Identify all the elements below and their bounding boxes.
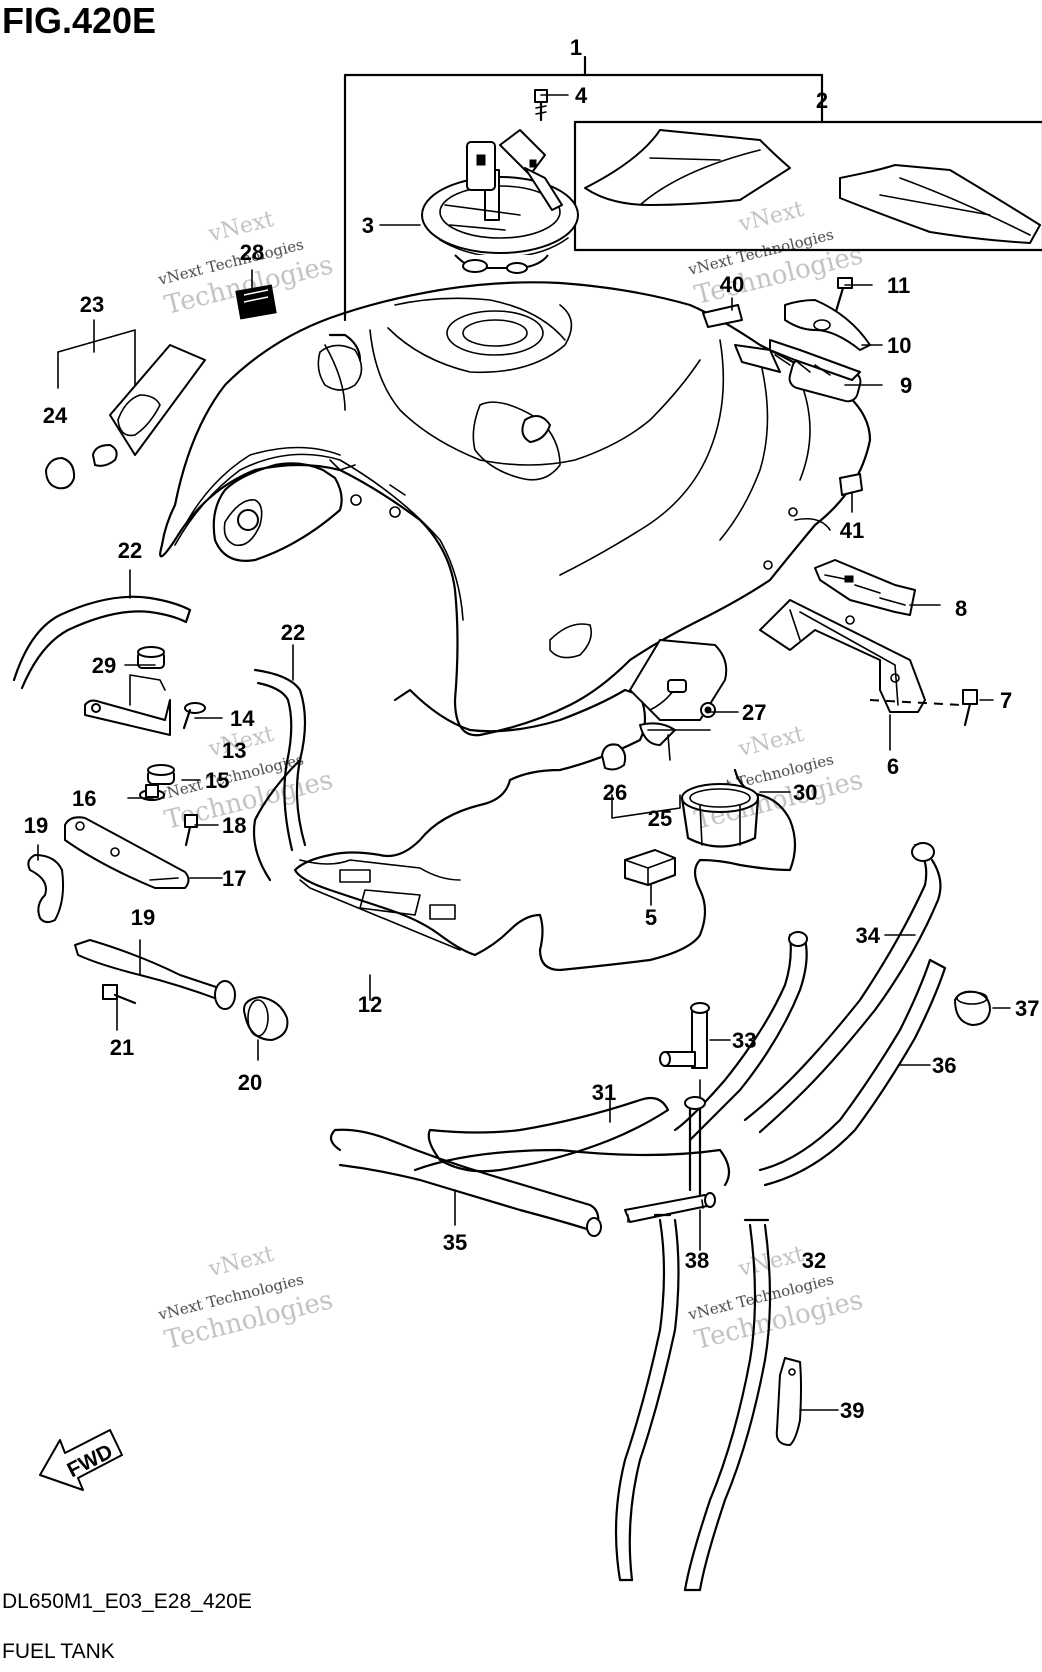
part-label-2: 2 [816,88,828,113]
label-5 [624,849,676,886]
part-label-4: 4 [575,83,588,108]
part-label-30: 30 [793,780,817,805]
assembly-bracket [343,55,824,322]
part-label-38: 38 [685,1248,709,1273]
part-label-36: 36 [932,1053,956,1078]
clamp-39 [775,1357,802,1446]
hose-35 [329,1128,731,1237]
part-label-14: 14 [230,706,255,731]
cushion-8 [814,559,916,616]
part-label-41: 41 [840,518,864,543]
cap-screw [534,89,548,122]
part-label-5: 5 [645,905,657,930]
part-label-32: 32 [802,1248,826,1273]
part-label-12: 12 [358,992,382,1017]
caution-label [235,284,277,320]
part-label-39: 39 [840,1398,864,1423]
heat-shield [293,688,797,972]
cushion-26 [601,722,676,771]
tank-hose-left [12,595,192,690]
joint-38 [624,1192,716,1223]
tank-bracket-17 [64,816,190,889]
part-label-9: 9 [900,373,912,398]
nut-27 [700,702,716,718]
part-label-16: 16 [72,786,96,811]
part-label-19-stay: 19 [131,905,155,930]
part-label-31: 31 [592,1080,616,1105]
part-label-3: 3 [362,213,374,238]
fuel-tank-cap [421,129,579,274]
pump-cover-25 [629,639,728,721]
part-label-15: 15 [205,768,229,793]
hose-clamp [137,646,165,669]
rear-bracket-6 [759,599,926,713]
vent-hose-32 [614,1213,772,1592]
bolt-21 [102,984,137,1005]
part-label-8: 8 [955,596,967,621]
watermark-text: vNext [735,197,806,237]
grommet-37 [954,990,991,1026]
figure-name: FUEL TANK [2,1640,115,1663]
cushion-20 [243,996,289,1041]
figure-title: FIG.420E [2,0,157,41]
t-joint-33 [659,1002,710,1106]
part-label-20: 20 [238,1070,262,1095]
watermark-text: vNext [735,722,806,762]
part-label-29: 29 [92,653,116,678]
leader-lines [37,94,1011,1411]
part-label-25: 25 [648,806,672,831]
part-label-23: 23 [80,292,104,317]
part-label-27: 27 [742,700,766,725]
part-label-7: 7 [1000,688,1012,713]
bolt-14 [182,702,206,730]
pump-ring-30 [680,783,760,848]
breather-hose-34 [673,842,942,1142]
part-label-1: 1 [570,35,582,60]
pump-guide [647,729,711,761]
tank-bracket-front [84,674,171,736]
label-41 [839,473,863,496]
part-label-18: 18 [222,813,246,838]
tank-hose-center [252,668,307,882]
part-label-37: 37 [1015,996,1039,1021]
part-label-34: 34 [856,923,881,948]
cushion-9 [734,339,861,381]
cushion-24 [45,457,76,490]
part-label-33: 33 [732,1028,756,1053]
seal-strip-23 [92,344,206,467]
hose-31 [427,1096,706,1202]
watermark-text: vNext [205,1242,276,1282]
part-label-17: 17 [222,866,246,891]
forward-direction-arrow: FWD [39,1429,123,1491]
part-label-6: 6 [887,754,899,779]
part-label-22-left: 22 [118,538,142,563]
part-label-11: 11 [887,273,910,298]
part-label-21: 21 [110,1035,134,1060]
bolt-7 [869,689,978,727]
part-label-10: 10 [887,333,911,358]
part-label-22-center: 22 [281,620,305,645]
stay-19 [74,939,236,1010]
bolt-18 [184,814,198,847]
part-label-13: 13 [222,738,246,763]
tank-decal-set [573,120,1042,252]
part-label-35: 35 [443,1230,467,1255]
part-label-26: 26 [603,780,627,805]
drain-hose-36 [758,958,947,1187]
part-label-28: 28 [240,240,264,265]
grommet-15 [147,764,175,785]
part-label-24: 24 [43,403,68,428]
part-label-19-hook: 19 [24,813,48,838]
figure-code: DL650M1_E03_E28_420E [2,1590,252,1613]
part-labels: 1 2 3 4 5 6 7 8 9 10 11 12 13 14 15 16 1… [24,35,1040,1423]
part-label-40: 40 [720,272,744,297]
watermark-text: vNext [735,1242,806,1282]
hook-19 [27,854,65,924]
bracket-10 [784,299,871,351]
